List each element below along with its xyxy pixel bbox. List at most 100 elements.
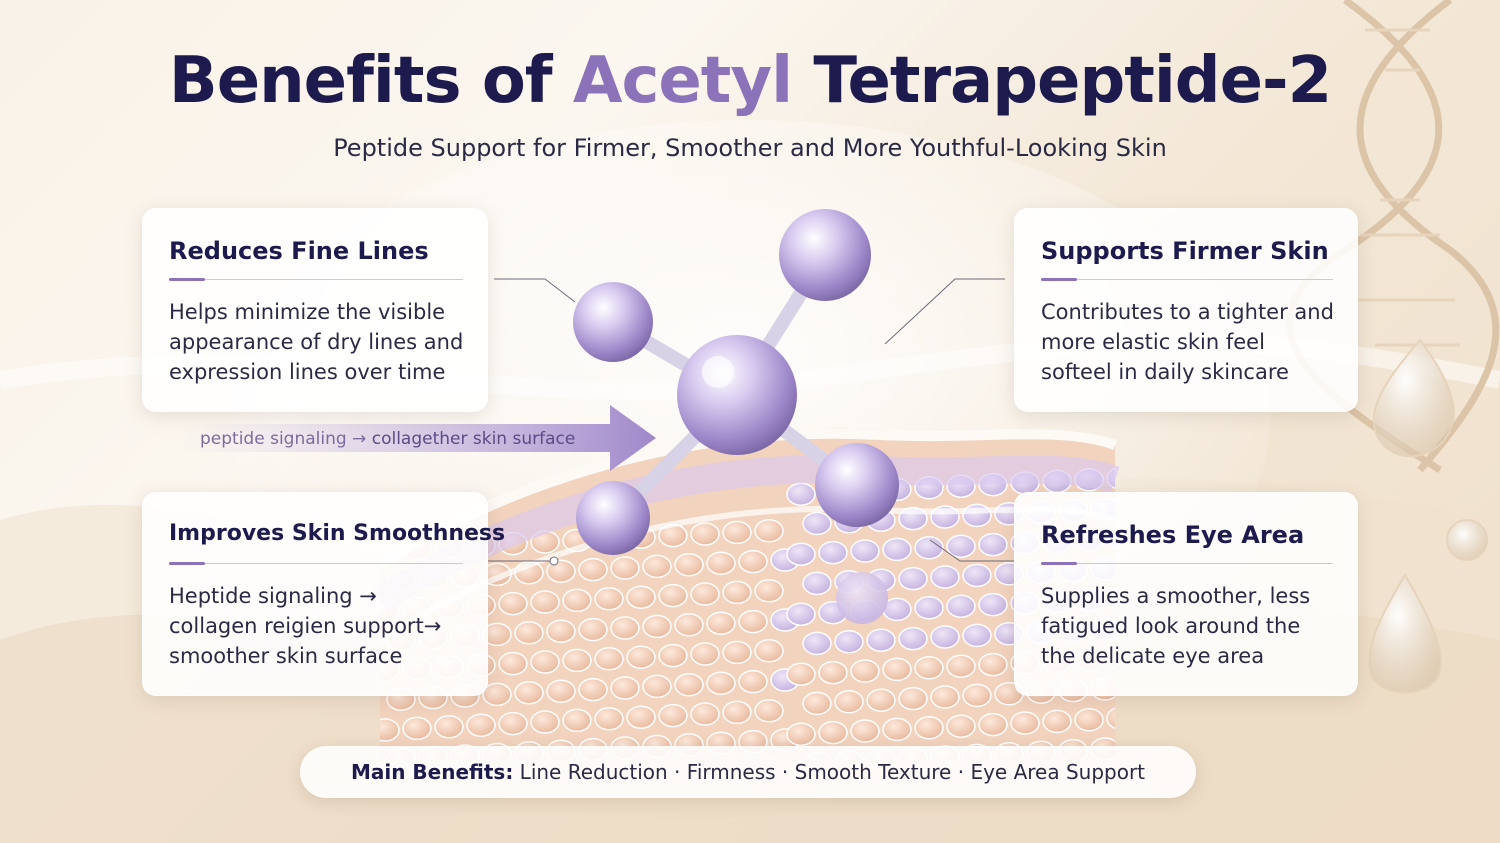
title-part2: Tetrapeptide-2 [792, 44, 1332, 118]
skin-cell [658, 583, 688, 608]
skin-cell [594, 707, 624, 731]
skin-cell [642, 674, 672, 699]
skin-cell [914, 656, 944, 680]
flow-label-part2: collagether skin surface [371, 429, 576, 449]
skin-cell [530, 650, 560, 674]
skin-cell [786, 722, 816, 746]
title-part1: Benefits of [168, 44, 573, 118]
benefit-card-eye-area: Refreshes Eye Area Supplies a smoother, … [1014, 492, 1358, 696]
skin-cell [802, 571, 832, 596]
skin-cell [610, 616, 640, 640]
skin-cell [498, 591, 528, 616]
card-body: Heptide signaling → collagen reigien sup… [169, 584, 442, 668]
skin-cell [946, 654, 976, 678]
skin-cell [946, 534, 976, 558]
main-benefits-label: Main Benefits: [350, 760, 514, 784]
skin-cell [754, 579, 784, 603]
skin-cell [706, 611, 736, 635]
skin-cell [706, 671, 736, 695]
card-divider [1041, 563, 1333, 564]
skin-cell [562, 708, 592, 733]
benefit-card-fine-lines: Reduces Fine Lines Helps minimize the vi… [142, 208, 488, 412]
skin-cell [578, 557, 608, 582]
skin-cell [530, 590, 560, 614]
skin-cell [754, 699, 784, 723]
water-droplet-icon [1368, 338, 1488, 694]
skin-cell [690, 582, 720, 606]
skin-cell [658, 643, 688, 668]
skin-cell [690, 702, 720, 726]
card-divider [1041, 279, 1333, 280]
benefit-card-firmer-skin: Supports Firmer Skin Contributes to a ti… [1014, 208, 1358, 412]
skin-cell [754, 519, 784, 543]
skin-cell [834, 630, 864, 654]
skin-cell [514, 621, 544, 645]
skin-cell [722, 520, 752, 545]
skin-cell [514, 681, 544, 705]
skin-cell [930, 565, 960, 589]
skin-cell [834, 690, 864, 714]
card-title: Supports Firmer Skin [1041, 237, 1329, 265]
benefit-card-smoothness: Improves Skin Smoothness Heptide signali… [142, 492, 505, 696]
skin-cell [898, 626, 928, 651]
card-divider-accent [1041, 562, 1077, 565]
skin-cell [674, 673, 704, 697]
card-title: Reduces Fine Lines [169, 237, 429, 265]
skin-cell [914, 596, 944, 620]
skin-cell [434, 715, 464, 739]
skin-cell [978, 592, 1008, 617]
skin-cell [1074, 708, 1104, 732]
skin-cell [850, 659, 880, 683]
skin-cell [818, 540, 848, 565]
skin-cell [898, 686, 928, 711]
skin-cell [722, 580, 752, 605]
skin-cell [594, 587, 624, 611]
flow-label: peptide signaling → collagether skin sur… [200, 429, 575, 449]
skin-cell [626, 705, 656, 729]
card-divider-accent [169, 562, 205, 565]
skin-cell [498, 651, 528, 676]
arrow-icon [180, 405, 656, 471]
skin-cell [866, 688, 896, 712]
skin-cell [578, 617, 608, 642]
skin-cell [690, 522, 720, 546]
skin-cell [402, 716, 432, 741]
skin-cell [978, 712, 1008, 737]
skin-cell [850, 719, 880, 743]
card-title: Refreshes Eye Area [1041, 521, 1305, 549]
skin-cell [818, 720, 848, 745]
skin-cell [914, 716, 944, 740]
skin-cell [546, 619, 576, 643]
skin-cell [610, 556, 640, 580]
card-divider-accent [169, 278, 205, 281]
card-body: Helps minimize the visible appearance of… [169, 300, 464, 384]
skin-cell [754, 639, 784, 663]
page-subtitle: Peptide Support for Firmer, Smoother and… [333, 134, 1167, 162]
flow-label-part1: peptide signaling → [200, 429, 372, 449]
skin-cell [978, 532, 1008, 557]
skin-cell [738, 669, 768, 694]
skin-cell [706, 551, 736, 575]
skin-cell [562, 588, 592, 613]
skin-cell [946, 714, 976, 738]
card-body: Contributes to a tighter and more elasti… [1041, 300, 1334, 384]
skin-cell [642, 554, 672, 579]
skin-cell [930, 685, 960, 709]
skin-cell [482, 682, 512, 707]
skin-cell [882, 657, 912, 682]
skin-cell [722, 700, 752, 725]
skin-cell [658, 703, 688, 728]
card-divider-accent [1041, 278, 1077, 281]
skin-cell [866, 628, 896, 652]
skin-cell [546, 679, 576, 703]
skin-cell [930, 625, 960, 649]
skin-cell [546, 559, 576, 583]
skin-cell [786, 482, 816, 506]
skin-cell [1042, 709, 1072, 734]
skin-cell [962, 683, 992, 708]
skin-cell [898, 566, 928, 591]
skin-cell [466, 713, 496, 737]
skin-cell [674, 553, 704, 577]
skin-cell [626, 645, 656, 669]
